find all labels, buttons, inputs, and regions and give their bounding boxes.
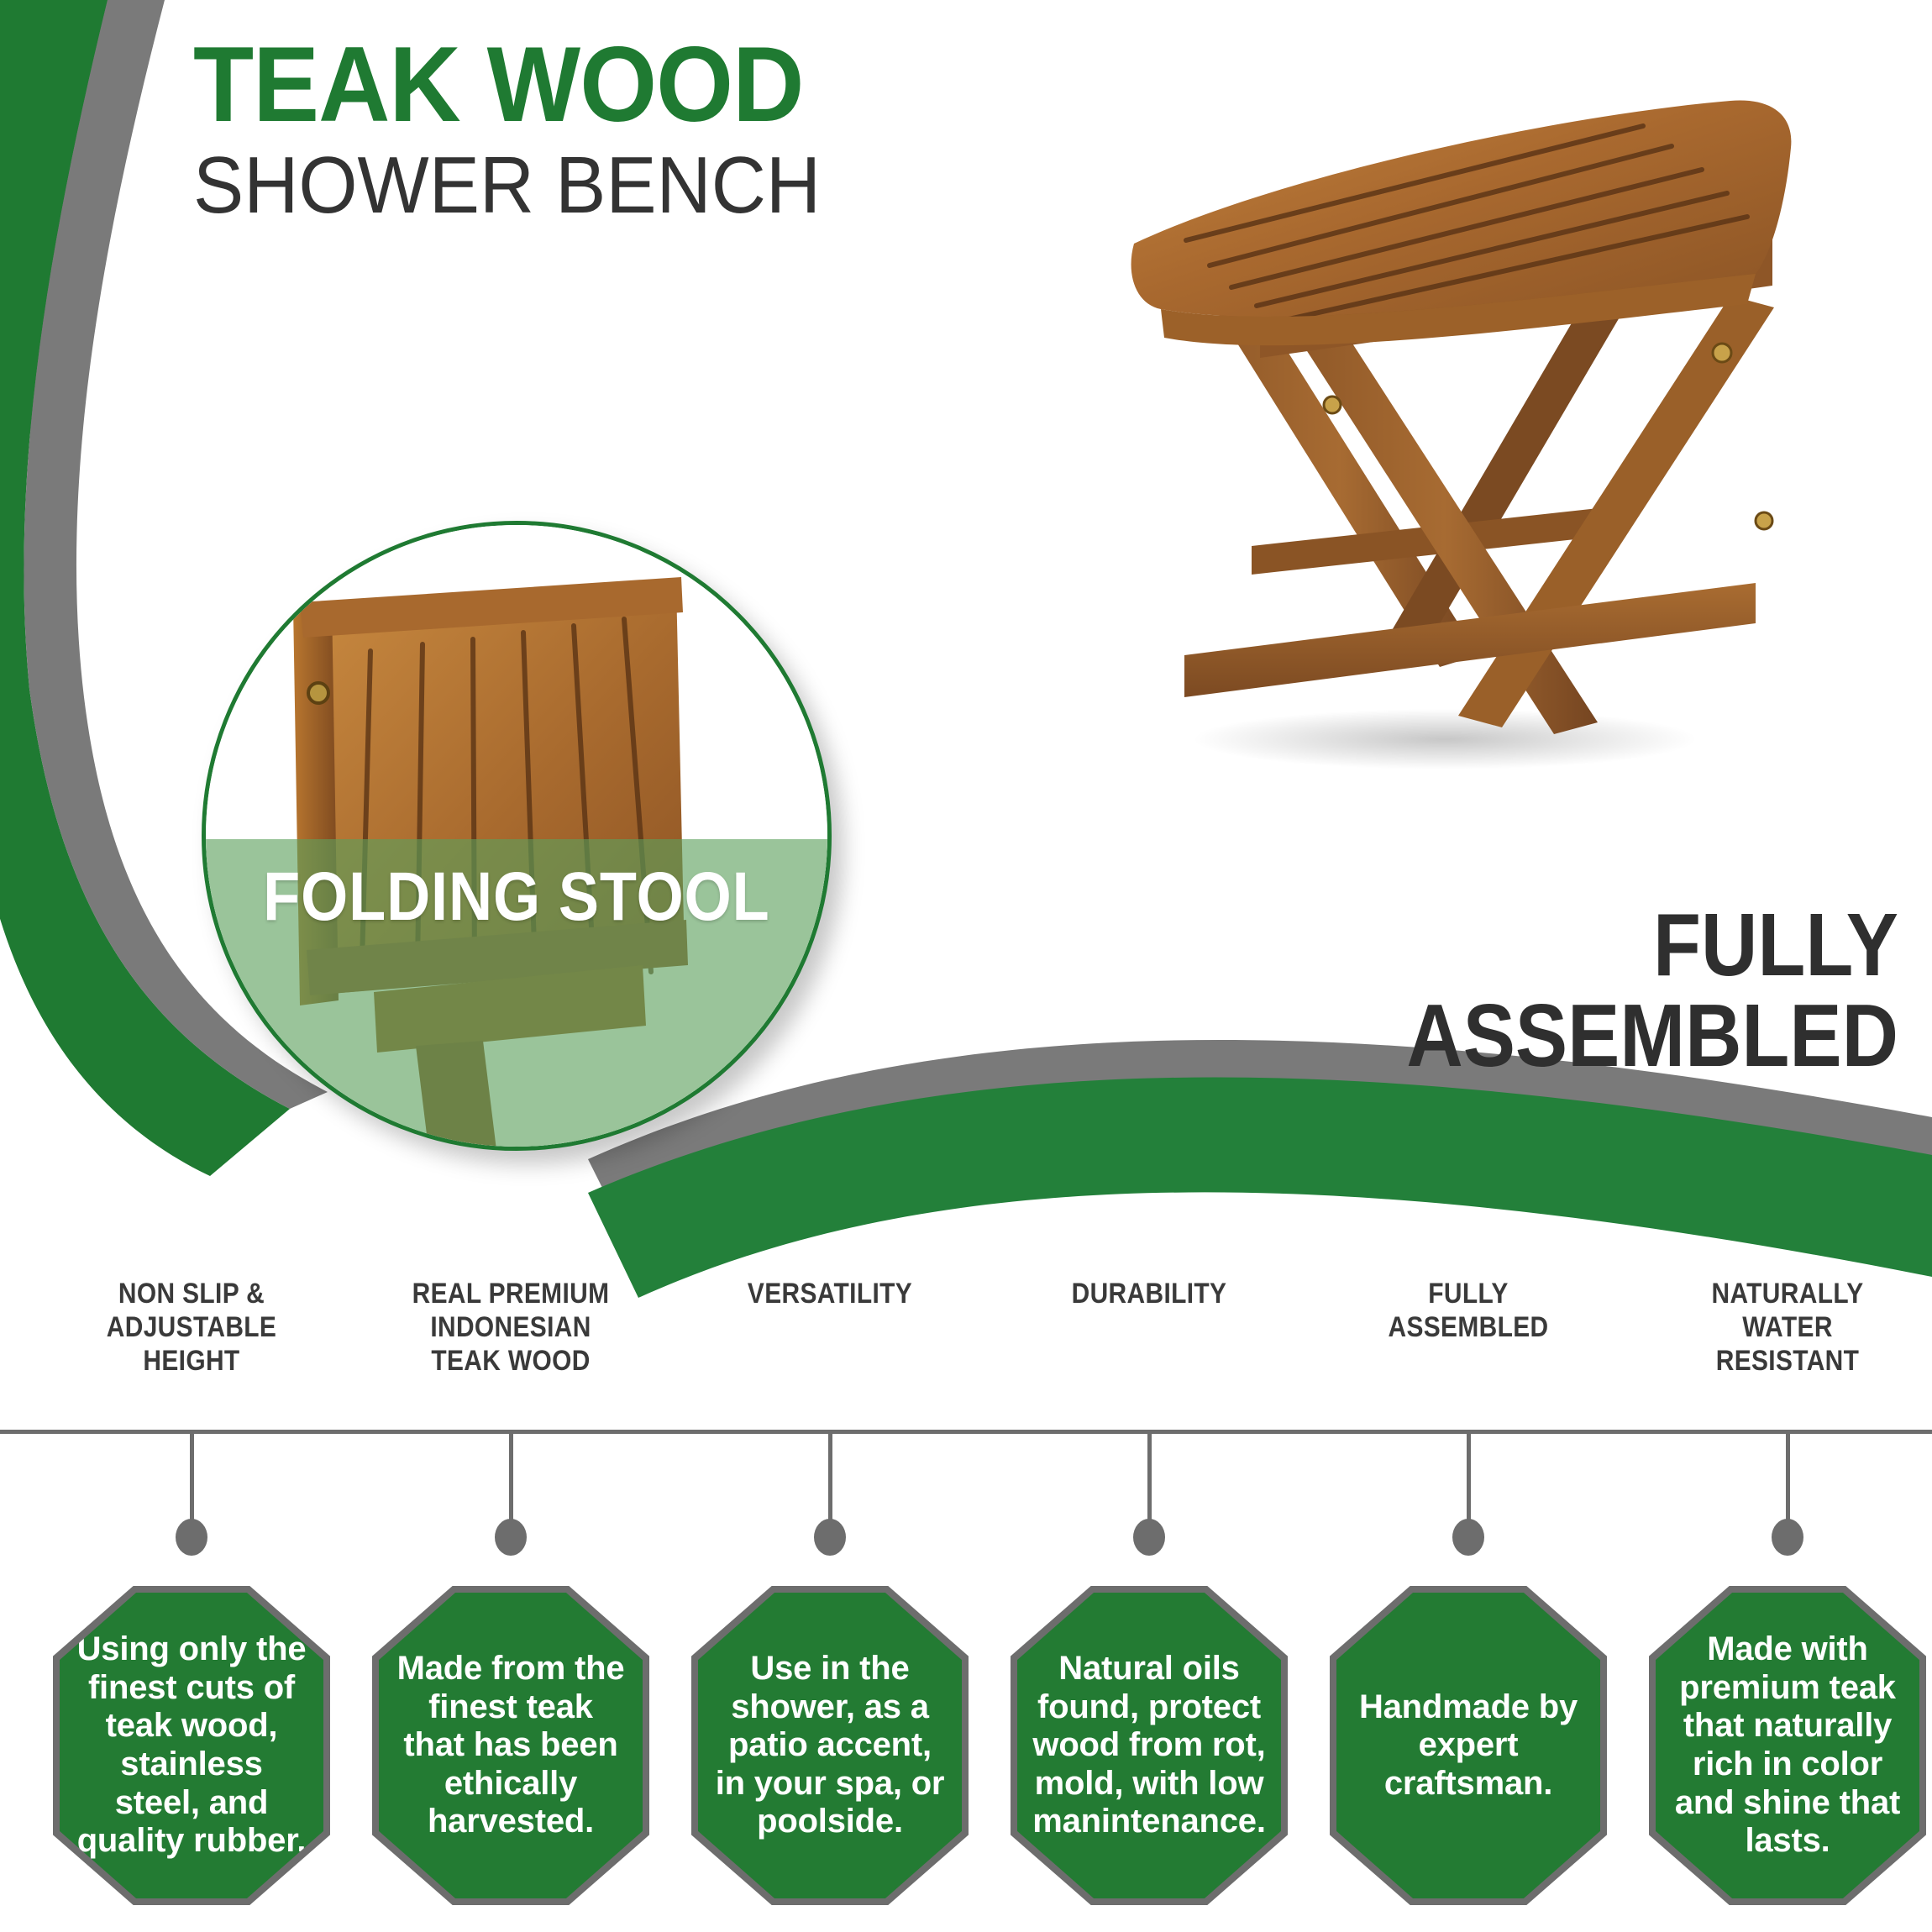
folding-stool-callout: FOLDING STOOL [202, 521, 832, 1151]
feature-connector-dot [495, 1519, 527, 1556]
feature-description: Made from the finest teak that has been … [396, 1650, 625, 1840]
folding-stool-label-band: FOLDING STOOL [206, 838, 827, 1147]
feature-title: DURABILITY [1071, 1278, 1227, 1310]
feature-octagon: Made from the finest teak that has been … [372, 1586, 649, 1905]
feature-connector-line [509, 1430, 513, 1524]
folding-stool-label: FOLDING STOOL [263, 858, 770, 935]
feature-description: Natural oils found, protect wood from ro… [1032, 1650, 1266, 1840]
fully-assembled-line-1: FULLY [1653, 895, 1898, 995]
title-line-2: SHOWER BENCH [193, 140, 822, 231]
feature-octagon: Use in the shower, as a patio accent, in… [691, 1586, 969, 1905]
feature-connector-dot [814, 1519, 846, 1556]
feature-description: Handmade by expert craftsman. [1358, 1688, 1578, 1802]
pivot-screw-icon [1322, 395, 1342, 415]
feature-description: Use in the shower, as a patio accent, in… [715, 1650, 945, 1840]
feature-octagon: Using only the finest cuts of teak wood,… [53, 1586, 330, 1905]
feature-connector-dot [1452, 1519, 1484, 1556]
feature-octagon-body: Natural oils found, protect wood from ro… [1017, 1593, 1281, 1898]
feature-connector-dot [176, 1519, 207, 1556]
feature-connector-dot [1133, 1519, 1165, 1556]
feature-octagon-body: Made with premium teak that naturally ri… [1656, 1593, 1919, 1898]
top-left-gray-stripe [0, 0, 151, 781]
feature-octagon-body: Handmade by expert craftsman. [1336, 1593, 1600, 1898]
feature-octagon: Made with premium teak that naturally ri… [1649, 1586, 1926, 1905]
feature-description: Made with premium teak that naturally ri… [1674, 1630, 1901, 1860]
feature-connector-line [1786, 1430, 1790, 1524]
feature-connector-line [190, 1430, 194, 1524]
screw-icon [307, 681, 330, 705]
fully-assembled-badge: FULLY ASSEMBLED [1142, 895, 1898, 1085]
feature-octagon: Natural oils found, protect wood from ro… [1011, 1586, 1288, 1905]
feature-title-block: DURABILITY [1023, 1277, 1275, 1310]
feature-description: Using only the finest cuts of teak wood,… [76, 1630, 307, 1860]
folded-top-rail [300, 577, 683, 638]
feature-title-block: VERSATILITY [704, 1277, 956, 1310]
features-horizontal-rule [0, 1430, 1932, 1434]
feature-octagon-body: Using only the finest cuts of teak wood,… [60, 1593, 323, 1898]
feature-title: VERSATILITY [747, 1278, 913, 1310]
feature-octagon-body: Use in the shower, as a patio accent, in… [698, 1593, 962, 1898]
feature-octagon-body: Made from the finest teak that has been … [379, 1593, 643, 1898]
bench-seat [1131, 100, 1792, 346]
fully-assembled-line-2: ASSEMBLED [1406, 985, 1898, 1085]
pivot-screw-icon [1711, 342, 1733, 364]
bench-front-stretcher [1184, 583, 1756, 697]
feature-octagon: Handmade by expert craftsman. [1330, 1586, 1607, 1905]
feature-connector-dot [1772, 1519, 1803, 1556]
pivot-screw-icon [1754, 511, 1774, 531]
top-left-green-wedge [0, 0, 101, 756]
feature-connector-line [1147, 1430, 1152, 1524]
feature-connector-line [1467, 1430, 1471, 1524]
page-title: TEAK WOOD SHOWER BENCH [193, 24, 861, 231]
feature-connector-line [828, 1430, 832, 1524]
hero-product-image [1131, 100, 1792, 769]
title-line-1: TEAK WOOD [193, 24, 804, 144]
